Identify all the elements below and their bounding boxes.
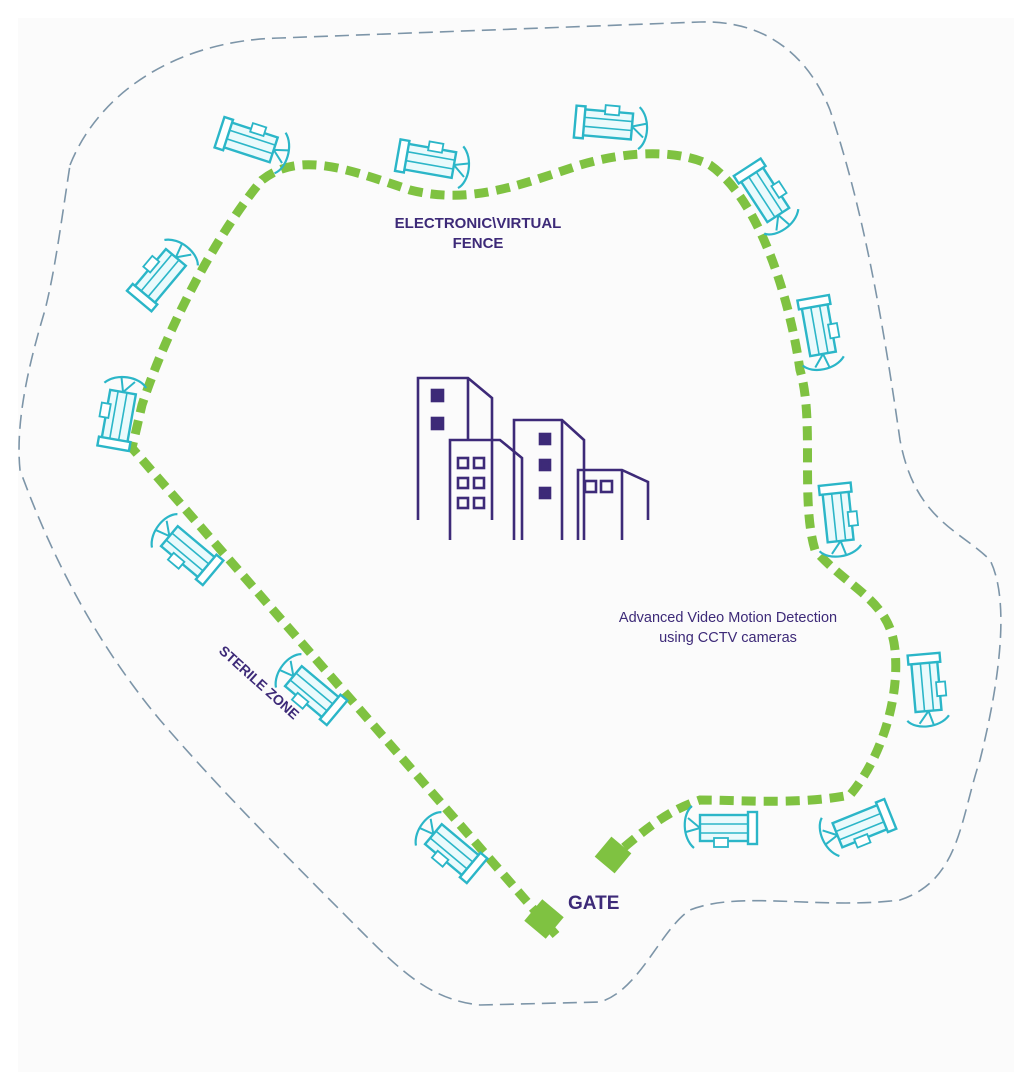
detection-label-line1: Advanced Video Motion Detection bbox=[619, 610, 837, 626]
fence-label-line2: FENCE bbox=[453, 235, 504, 252]
building-cluster-icon bbox=[416, 376, 650, 540]
gate-label: GATE bbox=[568, 893, 619, 914]
outer-boundary-line bbox=[18, 21, 1002, 1006]
detection-label-line2: using CCTV cameras bbox=[659, 630, 797, 646]
gate-post-right bbox=[594, 836, 632, 874]
virtual-fence-line bbox=[127, 149, 901, 938]
fence-label-line1: ELECTRONIC\VIRTUAL bbox=[395, 215, 562, 232]
gate-post-left bbox=[524, 899, 564, 939]
